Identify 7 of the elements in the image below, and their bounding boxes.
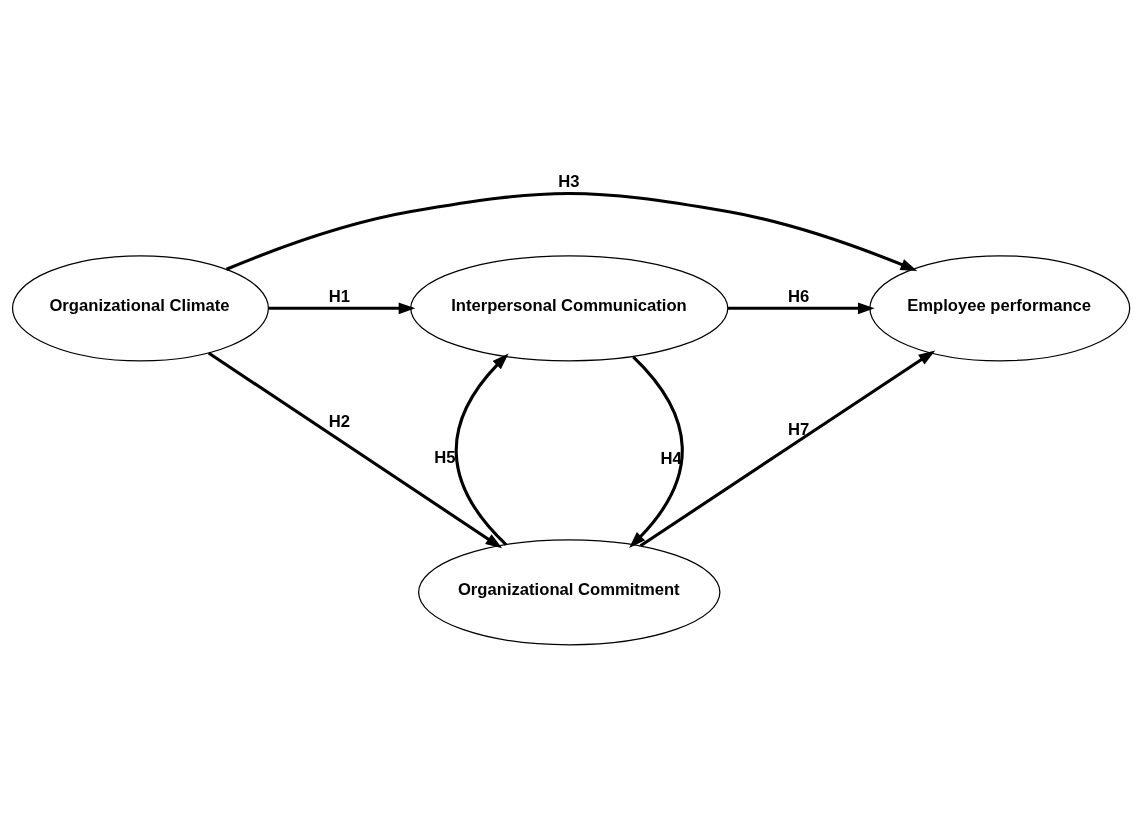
- edge-label: H4: [660, 448, 682, 468]
- edge-label: H2: [328, 411, 350, 431]
- edge-label: H1: [328, 286, 350, 306]
- edge-label: H6: [787, 286, 810, 306]
- edge-label: H5: [434, 447, 456, 467]
- edge-label: H3: [558, 171, 580, 191]
- edge-label: H7: [787, 419, 810, 439]
